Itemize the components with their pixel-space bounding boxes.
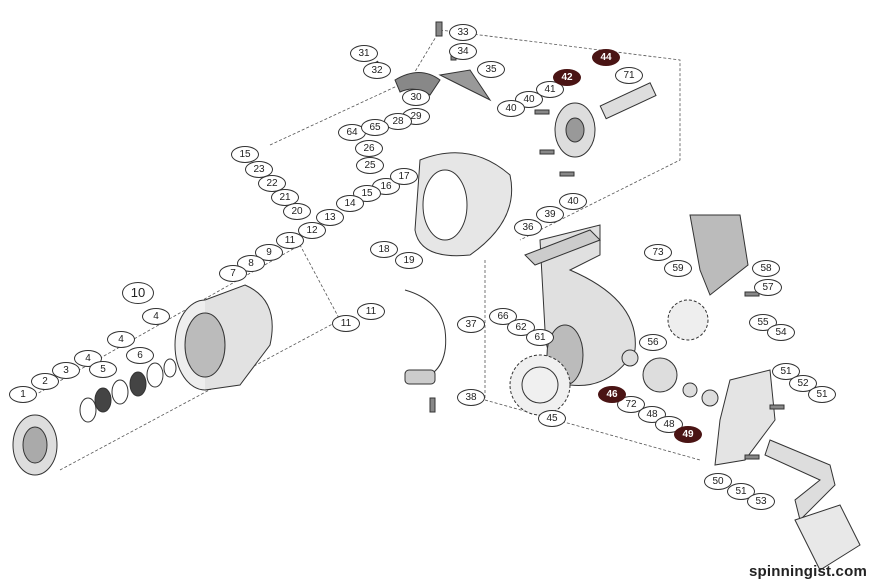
- part-callout-2: 2: [31, 373, 59, 390]
- part-callout-20: 20: [283, 203, 311, 220]
- part-callout-42: 42: [553, 69, 581, 86]
- part-callout-25: 25: [356, 157, 384, 174]
- pinion-assembly: [554, 82, 657, 158]
- part-callout-11: 11: [357, 303, 385, 320]
- part-callout-32: 32: [363, 62, 391, 79]
- part-callout-45: 45: [538, 410, 566, 427]
- part-callout-54: 54: [767, 324, 795, 341]
- dashed-guides: [34, 29, 701, 471]
- part-callout-14: 14: [336, 195, 364, 212]
- part-callout-9: 9: [255, 244, 283, 261]
- oscillation-gear: [667, 299, 709, 341]
- part-callout-50: 50: [704, 473, 732, 490]
- part-callout-31: 31: [350, 45, 378, 62]
- part-callout-17: 17: [390, 168, 418, 185]
- part-callout-37: 37: [457, 316, 485, 333]
- part-callout-10: 10: [122, 282, 154, 304]
- part-callout-73: 73: [644, 244, 672, 261]
- part-callout-56: 56: [639, 334, 667, 351]
- bail-wire: [404, 289, 447, 381]
- part-callout-51: 51: [808, 386, 836, 403]
- handle: [764, 439, 861, 571]
- part-callout-57: 57: [754, 279, 782, 296]
- part-callout-11: 11: [332, 315, 360, 332]
- body-cover: [714, 369, 776, 466]
- part-callout-71: 71: [615, 67, 643, 84]
- drag-knob: [12, 414, 58, 476]
- part-callout-51: 51: [772, 363, 800, 380]
- drive-gear: [509, 354, 571, 416]
- part-callout-22: 22: [258, 175, 286, 192]
- part-callout-40: 40: [497, 100, 525, 117]
- part-callout-6: 6: [126, 347, 154, 364]
- part-callout-4: 4: [142, 308, 170, 325]
- part-callout-44: 44: [592, 49, 620, 66]
- part-callout-58: 58: [752, 260, 780, 277]
- part-callout-40: 40: [559, 193, 587, 210]
- part-callout-61: 61: [526, 329, 554, 346]
- part-callout-5: 5: [89, 361, 117, 378]
- bearing-stack: [621, 349, 719, 407]
- part-callout-7: 7: [219, 265, 247, 282]
- part-callout-49: 49: [674, 426, 702, 443]
- part-callout-33: 33: [449, 24, 477, 41]
- part-callout-38: 38: [457, 389, 485, 406]
- part-callout-53: 53: [747, 493, 775, 510]
- rotor: [414, 152, 513, 257]
- part-callout-35: 35: [477, 61, 505, 78]
- part-callout-13: 13: [316, 209, 344, 226]
- part-callout-39: 39: [536, 206, 564, 223]
- part-callout-26: 26: [355, 140, 383, 157]
- part-callout-15: 15: [231, 146, 259, 163]
- part-callout-19: 19: [395, 252, 423, 269]
- part-callout-65: 65: [361, 119, 389, 136]
- part-callout-4: 4: [107, 331, 135, 348]
- part-callout-34: 34: [449, 43, 477, 60]
- part-callout-3: 3: [52, 362, 80, 379]
- part-callout-1: 1: [9, 386, 37, 403]
- part-callout-30: 30: [402, 89, 430, 106]
- part-callout-11: 11: [276, 232, 304, 249]
- side-cover: [689, 214, 749, 296]
- part-callout-23: 23: [245, 161, 273, 178]
- part-callout-41: 41: [536, 81, 564, 98]
- line-roller: [404, 369, 436, 385]
- part-callout-51: 51: [727, 483, 755, 500]
- part-callout-59: 59: [664, 260, 692, 277]
- part-callout-18: 18: [370, 241, 398, 258]
- part-callout-36: 36: [514, 219, 542, 236]
- spool: [174, 284, 273, 391]
- part-callout-52: 52: [789, 375, 817, 392]
- part-callout-12: 12: [298, 222, 326, 239]
- watermark: spinningist.com: [748, 563, 867, 580]
- drag-washers: [79, 358, 177, 423]
- line-roller-bracket: [438, 69, 492, 102]
- part-callout-72: 72: [617, 396, 645, 413]
- part-callout-46: 46: [598, 386, 626, 403]
- reel-stem: [524, 229, 601, 266]
